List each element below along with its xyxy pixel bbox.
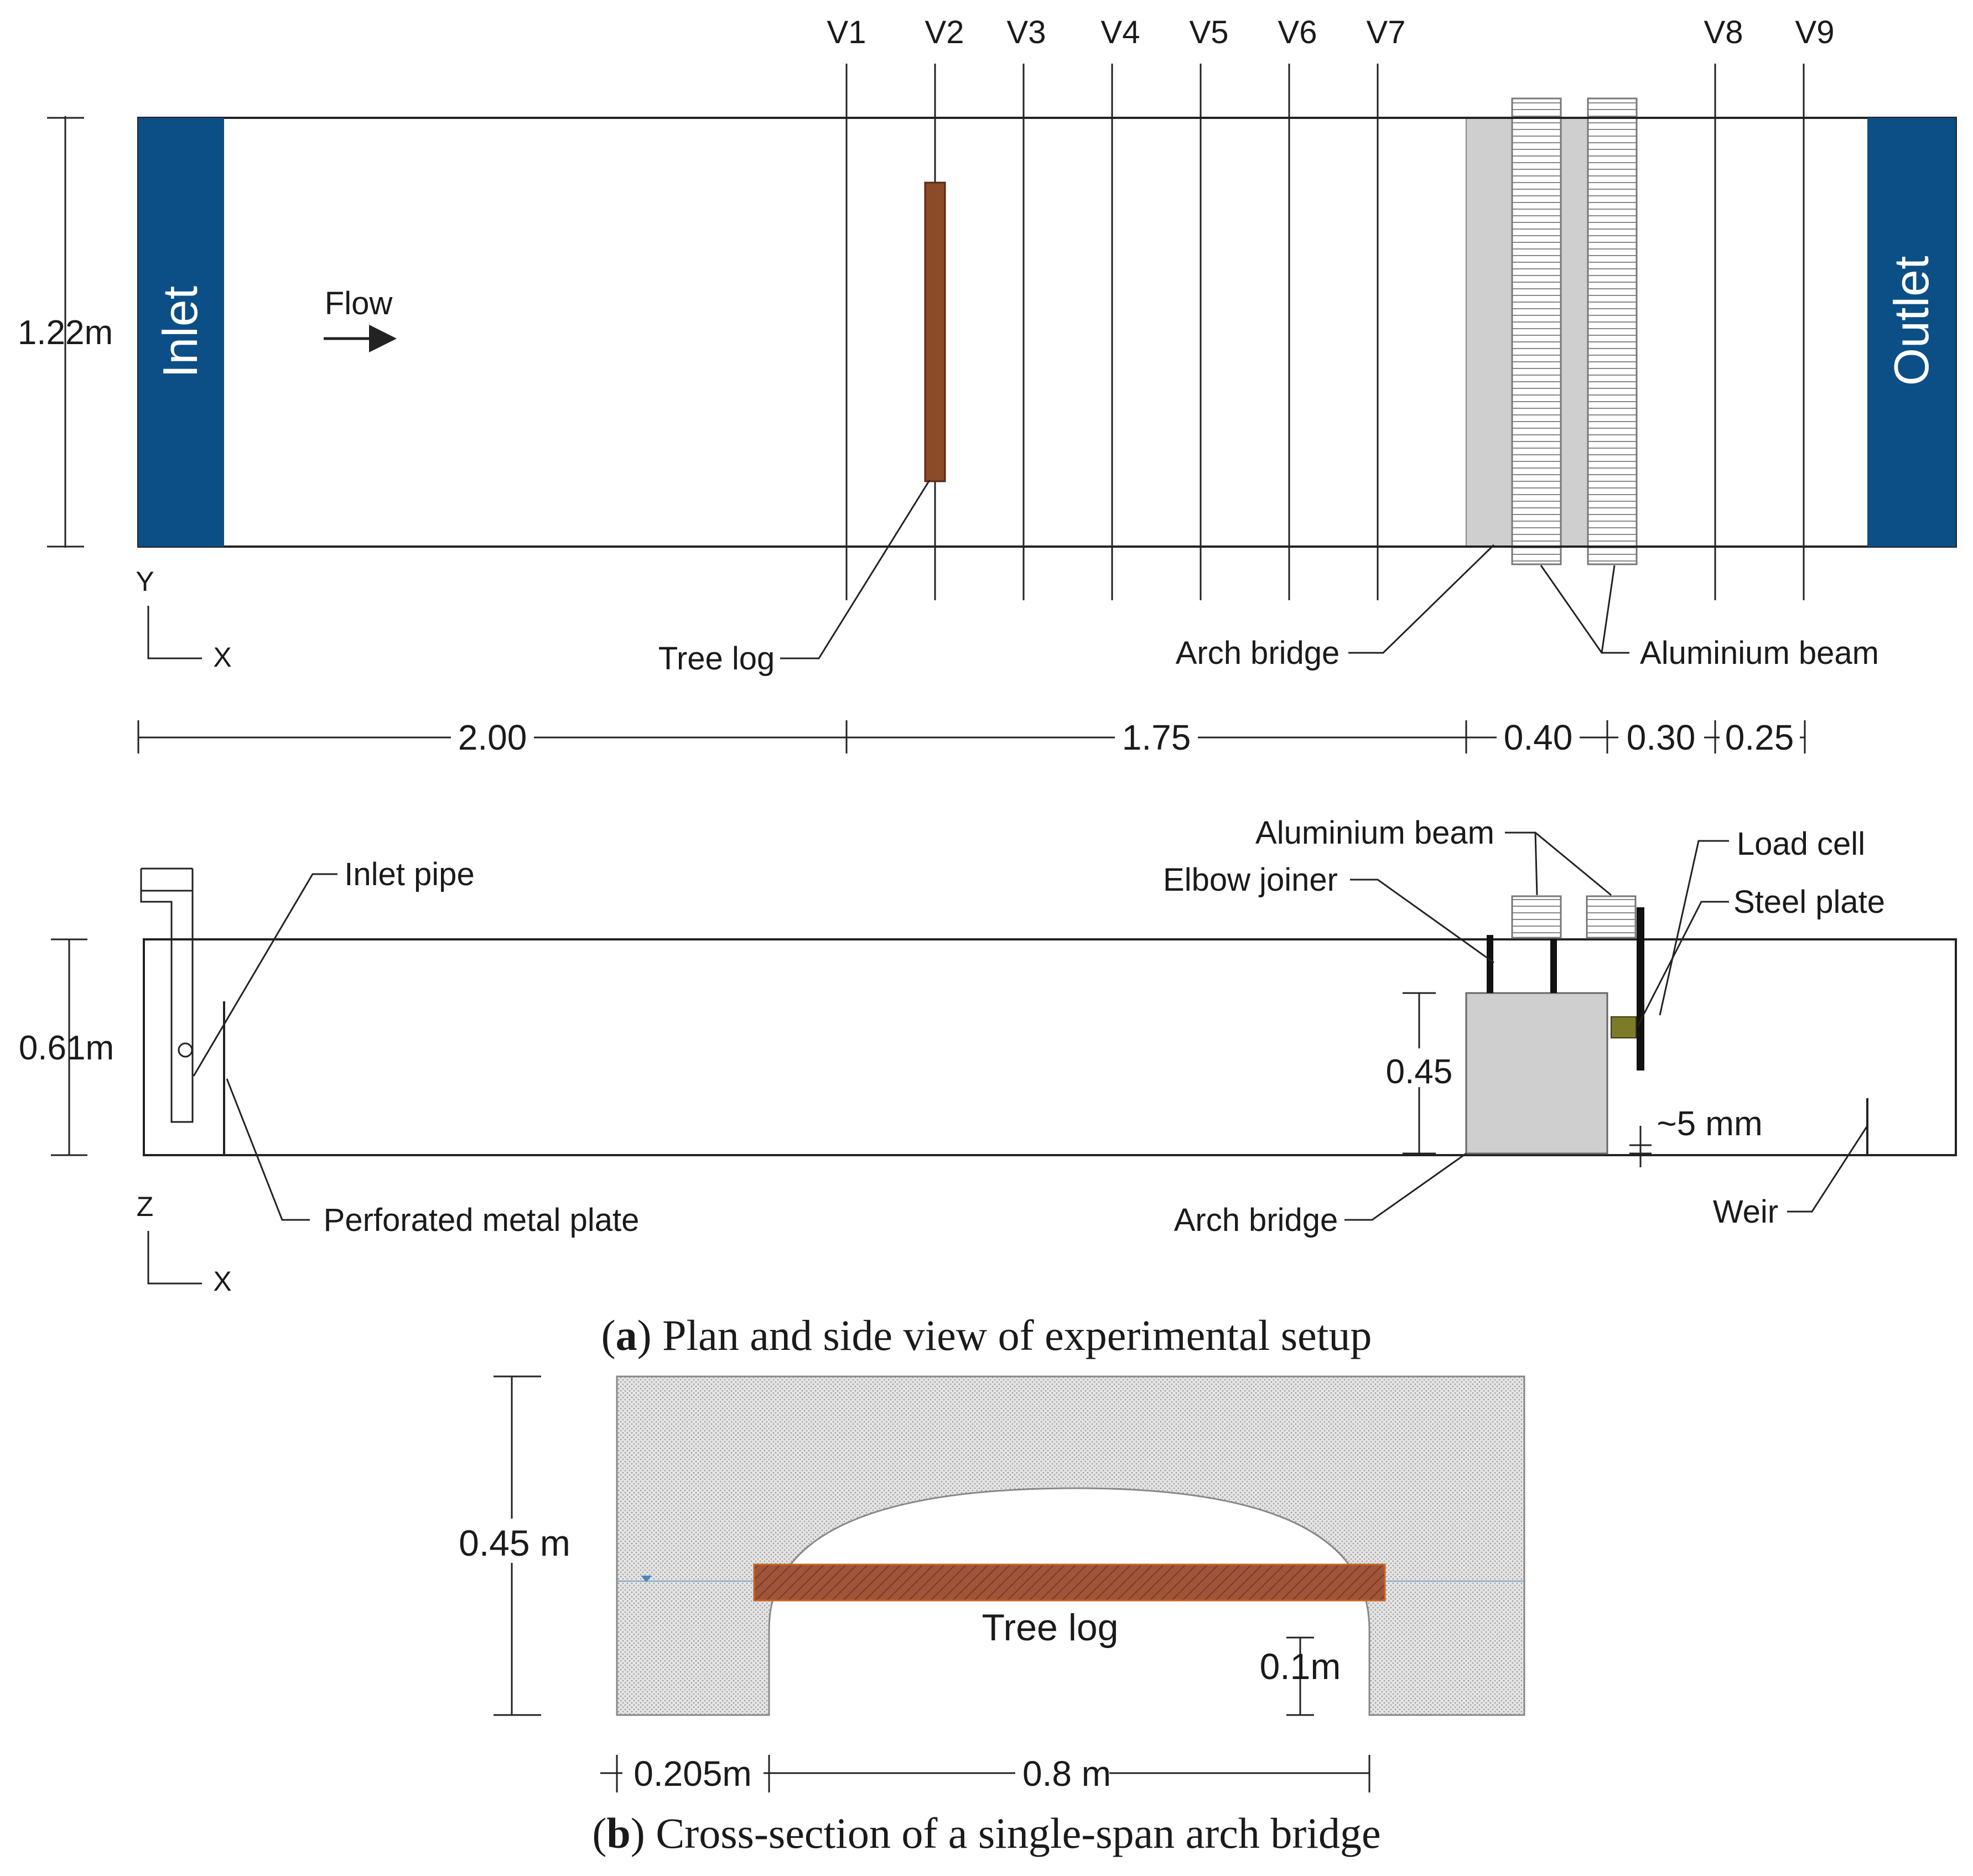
gap-marker: ~5 mm (1629, 1105, 1763, 1167)
tree-log-leader (780, 480, 931, 659)
arch-bridge-section (616, 1375, 1525, 1716)
width-label: 1.22m (18, 314, 113, 352)
arch-bridge-side (1465, 992, 1608, 1155)
pier-width-label: 0.205m (634, 1754, 751, 1794)
width-dimension: 1.22m (18, 116, 113, 548)
cross-section: Tree log 0.45 m 0.1m 0.205m 0.8 m (451, 1375, 1525, 1795)
aluminium-beam-side-2 (1586, 895, 1637, 939)
clearance-label: 0.1m (1260, 1646, 1341, 1687)
plate-label: Perforated metal plate (324, 1202, 640, 1238)
elbow-label: Elbow joiner (1163, 862, 1338, 898)
length-dimensions: 2.00 1.75 0.40 0.30 0.25 (137, 716, 1806, 757)
inlet-label: Inlet (153, 286, 207, 378)
beam-side-label: Aluminium beam (1255, 815, 1494, 851)
bridge-height-label: 0.45 (1386, 1053, 1453, 1091)
steel-plate-leader (1637, 901, 1729, 1027)
weir-leader (1787, 1125, 1868, 1213)
arch-bridge-side-label: Arch bridge (1174, 1202, 1338, 1238)
dim-label-0-30: 0.30 (1627, 718, 1696, 757)
inlet-block (138, 118, 224, 547)
arch-bridge-side-leader (1344, 1152, 1467, 1221)
dim-label-0-25: 0.25 (1725, 718, 1794, 757)
gap-label: ~5 mm (1657, 1105, 1762, 1143)
aluminium-beam-side-1 (1511, 895, 1562, 939)
side-height-dimension: 0.61m (19, 938, 114, 1156)
caption-b: (b) Cross-section of a single-span arch … (592, 1809, 1380, 1857)
plan-view: V1 V2 V3 V4 V5 V6 V7 V8 V9 Inlet Outlet … (18, 14, 1957, 757)
svg-text:X: X (213, 642, 231, 673)
section-height-dimension: 0.45 m (451, 1375, 573, 1716)
section-width-dimensions: 0.205m 0.8 m (600, 1751, 1370, 1795)
water-level-icon (641, 1576, 652, 1582)
flume-side-outline (143, 938, 1957, 1156)
section-label-v9: V9 (1795, 14, 1835, 50)
tree-log-section (753, 1563, 1386, 1602)
bridge-height-dimension: 0.45 (1378, 992, 1461, 1155)
load-cell (1611, 1016, 1637, 1038)
weir-label: Weir (1713, 1194, 1778, 1230)
elbow-leader (1350, 879, 1494, 964)
arch-bridge-plan-leader (1348, 544, 1495, 654)
svg-text:Z: Z (137, 1191, 154, 1222)
beam-side-leader-2 (1535, 832, 1612, 896)
aluminium-beam-plan-2 (1587, 97, 1638, 565)
inlet-pipe-hole (178, 1042, 193, 1058)
section-label-v4: V4 (1101, 14, 1140, 50)
inlet-pipe (140, 867, 194, 1123)
outlet-label: Outlet (1884, 256, 1939, 386)
tree-log-plan (924, 181, 946, 482)
section-lines (845, 64, 1805, 600)
arch-bridge-plan-label: Arch bridge (1176, 635, 1340, 671)
section-label-v3: V3 (1007, 14, 1046, 50)
tree-log-label: Tree log (658, 641, 775, 677)
svg-text:X: X (213, 1266, 231, 1297)
side-view: 0.61m 0.45 ~5 mm (19, 815, 1957, 1297)
svg-text:Y: Y (136, 566, 154, 597)
section-labels: V1 V2 V3 V4 V5 V6 V7 V8 V9 (827, 14, 1835, 50)
outlet-block (1867, 118, 1956, 547)
beam-plan-label: Aluminium beam (1640, 635, 1879, 671)
plan-axes-icon: Y X (136, 566, 231, 673)
section-label-v8: V8 (1704, 14, 1743, 50)
clearance-dimension: 0.1m (1260, 1636, 1341, 1716)
dim-label-0-40: 0.40 (1504, 718, 1573, 757)
plate-leader (226, 1078, 310, 1221)
side-height-label: 0.61m (19, 1029, 114, 1067)
dim-label-1-75: 1.75 (1122, 718, 1191, 757)
beam-plan-leader-2 (1601, 565, 1616, 653)
caption-a: (a) Plan and side view of experimental s… (601, 1311, 1372, 1359)
inlet-pipe-label: Inlet pipe (344, 856, 474, 892)
dim-label-2-00: 2.00 (458, 718, 527, 757)
section-label-v7: V7 (1367, 14, 1406, 50)
span-width-label: 0.8 m (1022, 1754, 1111, 1794)
inlet-pipe-leader (193, 873, 338, 1077)
beam-plan-leader-1 (1540, 565, 1629, 654)
load-cell-leader (1659, 840, 1729, 1016)
tree-log-section-label: Tree log (982, 1607, 1119, 1649)
section-height-label: 0.45 m (459, 1522, 570, 1563)
section-label-v5: V5 (1190, 14, 1229, 50)
aluminium-beam-plan-1 (1511, 97, 1562, 565)
flume-plan-outline (137, 117, 1957, 548)
section-label-v2: V2 (925, 14, 964, 50)
section-label-v6: V6 (1278, 14, 1317, 50)
section-label-v1: V1 (827, 14, 866, 50)
steel-plate-label: Steel plate (1733, 884, 1885, 920)
flow-label: Flow (325, 285, 393, 321)
side-axes-icon: Z X (137, 1191, 232, 1297)
load-cell-label: Load cell (1737, 826, 1865, 862)
beam-side-leader-1 (1505, 832, 1538, 896)
